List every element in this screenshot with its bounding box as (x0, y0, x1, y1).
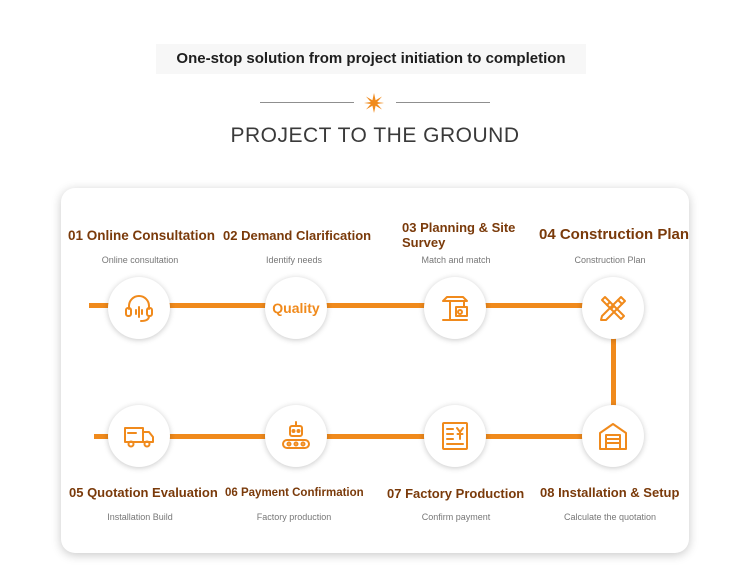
step-caption-4: Construction Plan (574, 255, 646, 265)
step-caption-6: Factory production (256, 512, 332, 522)
quality-badge: Quality (272, 300, 320, 316)
ruler-pencil-icon (600, 296, 626, 321)
tagline: One-stop solution from project initiatio… (156, 44, 586, 74)
step-title-6: 06 Payment Confirmation (225, 487, 364, 499)
headset-icon (125, 295, 153, 322)
step-title-1: 01 Online Consultation (68, 228, 216, 243)
robot-conveyor-icon (282, 421, 310, 449)
invoice-icon (442, 422, 468, 450)
step-title-2: 02 Demand Clarification (223, 228, 372, 243)
warehouse-icon (599, 423, 627, 450)
step-node-7 (424, 405, 486, 467)
divider-right (396, 102, 490, 103)
step-title-7: 07 Factory Production (387, 486, 525, 501)
step-title-4: 04 Construction Plan (539, 226, 690, 243)
track-right (611, 305, 616, 436)
step-node-3 (424, 277, 486, 339)
step-caption-8: Calculate the quotation (563, 512, 657, 522)
crane-icon (442, 296, 468, 321)
step-title-5: 05 Quotation Evaluation (69, 485, 218, 500)
step-node-1 (108, 277, 170, 339)
star-icon (364, 93, 384, 113)
process-card (61, 188, 689, 553)
step-caption-2: Identify needs (265, 255, 323, 265)
track-bottom (94, 434, 616, 439)
step-caption-5: Installation Build (107, 512, 173, 522)
step-caption-1: Online consultation (101, 255, 179, 265)
step-node-4 (582, 277, 644, 339)
truck-icon (124, 427, 154, 448)
step-node-5 (108, 405, 170, 467)
step-node-2: Quality (265, 277, 327, 339)
divider-left (260, 102, 354, 103)
page-title: PROJECT TO THE GROUND (230, 124, 520, 147)
step-node-8 (582, 405, 644, 467)
step-node-6 (265, 405, 327, 467)
step-caption-7: Confirm payment (421, 512, 491, 522)
step-caption-3: Match and match (421, 255, 491, 265)
track-top (89, 303, 616, 308)
step-title-3: 03 Planning & Site Survey (402, 220, 516, 250)
step-title-8: 08 Installation & Setup (540, 485, 680, 500)
